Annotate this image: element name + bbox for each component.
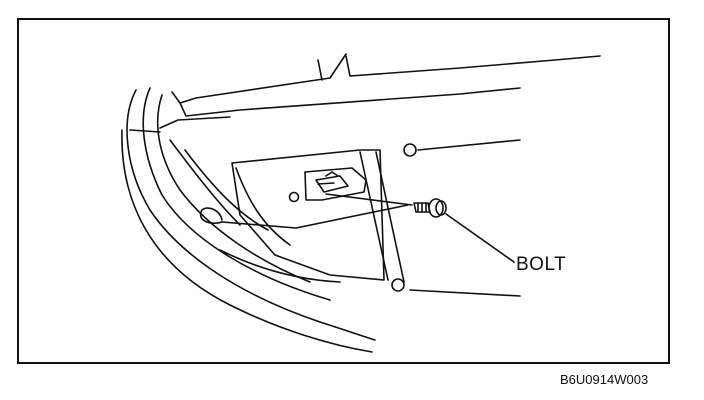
bolt-callout-label: BOLT — [516, 254, 567, 275]
mounting-holes — [288, 143, 417, 292]
latch — [304, 167, 367, 201]
upper-panel-lines — [159, 53, 601, 129]
rod-lines — [199, 193, 413, 229]
callout-leader — [445, 213, 515, 263]
figure-frame — [17, 18, 670, 364]
figure-code: B6U0914W003 — [560, 372, 649, 387]
bolt — [413, 198, 447, 218]
latch-recess — [231, 139, 521, 297]
